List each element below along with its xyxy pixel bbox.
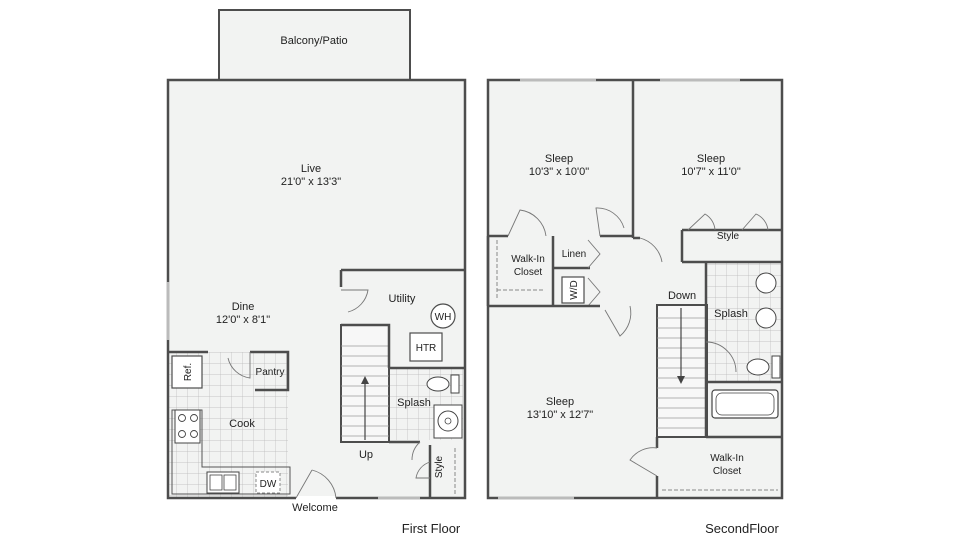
sleep-bottom-dims: 13'10" x 12'7" <box>527 409 594 421</box>
refrigerator-box <box>171 355 203 389</box>
first-floor-caption: First Floor <box>402 521 461 536</box>
wd-label: W/D <box>569 280 580 299</box>
water-heater-icon <box>430 303 456 329</box>
pantry-label: Pantry <box>256 367 285 378</box>
cook-label: Cook <box>229 418 255 430</box>
heater-box <box>409 332 443 362</box>
style-label-first: Style <box>434 455 445 478</box>
sink-icon-second-2 <box>755 307 777 329</box>
sleep-left-dims: 10'3" x 10'0" <box>529 166 589 178</box>
wh-label: WH <box>435 312 452 323</box>
washer-dryer-box <box>561 276 585 304</box>
sink-icon-second-1 <box>755 272 777 294</box>
dishwasher-box <box>255 471 281 494</box>
utility-label: Utility <box>389 293 416 305</box>
splash-label-second: Splash <box>714 308 748 320</box>
sleep-right-dims: 10'7" x 11'0" <box>681 166 741 178</box>
walkin-top-line1: Walk-In <box>511 254 545 265</box>
dw-label: DW <box>260 479 277 490</box>
ref-label: Ref. <box>183 363 194 381</box>
style-label-second: Style <box>717 231 740 242</box>
first-floor: Balcony/Patio Live 21'0" x 13'3" Dine 12… <box>166 9 467 536</box>
linen-label: Linen <box>562 249 586 260</box>
stair-treads-down <box>657 317 707 429</box>
dine-label: Dine <box>232 301 255 313</box>
balcony-label: Balcony/Patio <box>280 35 347 47</box>
sleep-left-label: Sleep <box>545 153 573 165</box>
second-floor-caption: SecondFloor <box>705 521 779 536</box>
stair-down <box>656 304 708 438</box>
up-label: Up <box>359 449 373 461</box>
second-floor: Sleep 10'3" x 10'0" Sleep 10'7" x 11'0" … <box>486 78 784 536</box>
splash-label-first: Splash <box>397 397 431 409</box>
sleep-bottom-label: Sleep <box>546 396 574 408</box>
walkin-top-line2: Closet <box>514 267 543 278</box>
toilet-icon <box>426 376 450 392</box>
welcome-label: Welcome <box>292 502 338 514</box>
sleep-right-label: Sleep <box>697 153 725 165</box>
balcony-area <box>218 9 411 81</box>
htr-label: HTR <box>416 343 437 354</box>
walkin-bottom-line1: Walk-In <box>710 453 744 464</box>
down-label: Down <box>668 290 696 302</box>
toilet-icon-second <box>746 358 770 376</box>
live-label: Live <box>301 163 321 175</box>
dine-dims: 12'0" x 8'1" <box>216 314 270 326</box>
live-dims: 21'0" x 13'3" <box>281 176 341 188</box>
walkin-bottom-line2: Closet <box>713 466 742 477</box>
